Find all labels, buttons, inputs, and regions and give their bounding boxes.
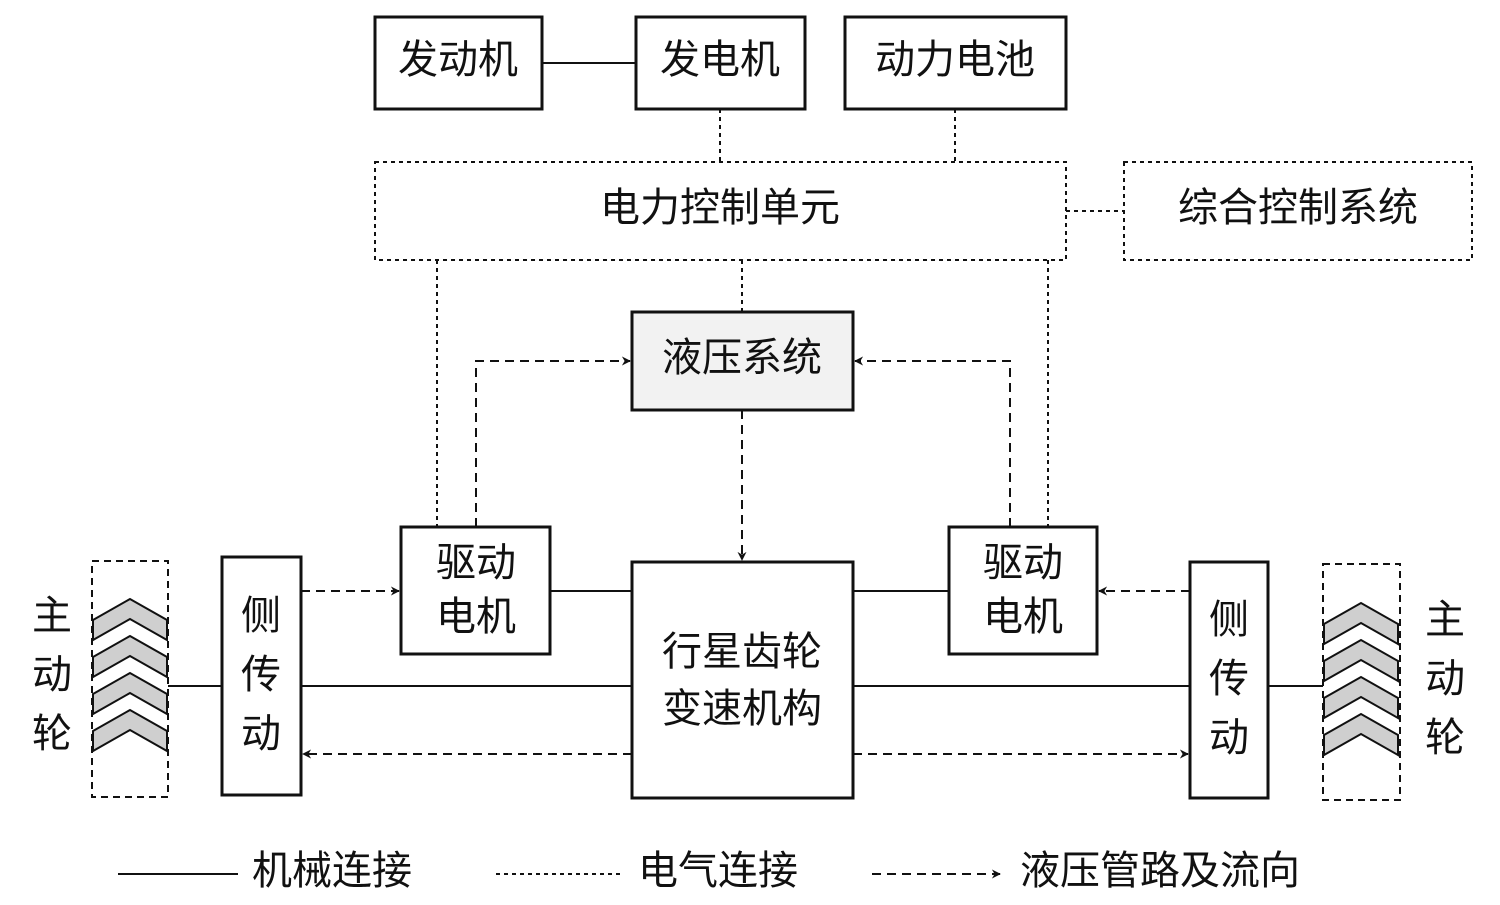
hydraulic-system-block: 液压系统 — [630, 310, 855, 412]
right-wheel-label-3: 轮 — [1425, 715, 1465, 761]
generator-block: 发电机 — [634, 15, 807, 111]
right-side-label-2: 传 — [1209, 656, 1249, 702]
legend: 机械连接 电气连接 液压管路及流向 — [118, 848, 1300, 894]
engine-label: 发动机 — [398, 37, 518, 83]
left-drive-motor-block: 驱动 电机 — [399, 525, 552, 656]
left-wheel-label-1: 主 — [32, 593, 72, 639]
right-wheel-label-2: 动 — [1425, 656, 1465, 702]
power-control-label: 电力控制单元 — [600, 185, 840, 231]
right-track-chevrons — [1323, 601, 1399, 757]
engine-block: 发动机 — [373, 15, 544, 111]
right-motor-label-line1: 驱动 — [983, 540, 1063, 586]
left-side-label-3: 动 — [241, 711, 281, 757]
hydraulic-label: 液压系统 — [662, 335, 822, 381]
right-motor-label-line2: 电机 — [983, 594, 1063, 640]
left-drive-wheel — [91, 560, 169, 798]
right-drive-wheel — [1322, 563, 1401, 801]
left-side-label-1: 侧 — [241, 593, 281, 639]
right-wheel-label-1: 主 — [1425, 597, 1465, 643]
planetary-label-line2: 变速机构 — [662, 686, 822, 732]
left-motor-label-line2: 电机 — [436, 594, 516, 640]
right-side-transmission-block: 侧 传 动 — [1188, 560, 1270, 800]
power-control-unit-block: 电力控制单元 — [374, 161, 1067, 261]
left-motor-label-line1: 驱动 — [436, 540, 516, 586]
left-motor-hydraulic-line — [475, 356, 631, 527]
left-wheel-label-3: 轮 — [32, 711, 72, 757]
legend-hydraulic-label: 液压管路及流向 — [1020, 848, 1300, 894]
legend-mechanical-label: 机械连接 — [252, 848, 412, 894]
left-side-transmission-block: 侧 传 动 — [220, 555, 303, 797]
right-drive-motor-block: 驱动 电机 — [947, 525, 1099, 656]
generator-label: 发电机 — [660, 37, 780, 83]
right-motor-hydraulic-line — [854, 356, 1011, 527]
right-side-label-1: 侧 — [1209, 597, 1249, 643]
integrated-control-label: 综合控制系统 — [1178, 185, 1418, 231]
right-wheel-label: 主 动 轮 — [1425, 597, 1465, 761]
left-side-label-2: 传 — [241, 652, 281, 698]
right-side-label-3: 动 — [1209, 715, 1249, 761]
left-track-chevrons — [92, 597, 168, 753]
planetary-label-line1: 行星齿轮 — [662, 629, 822, 675]
legend-electrical-label: 电气连接 — [638, 848, 798, 894]
left-wheel-label: 主 动 轮 — [32, 593, 72, 757]
integrated-control-block: 综合控制系统 — [1123, 161, 1473, 261]
planetary-gear-block: 行星齿轮 变速机构 — [630, 560, 855, 800]
left-wheel-label-2: 动 — [32, 652, 72, 698]
battery-block: 动力电池 — [843, 15, 1068, 111]
battery-label: 动力电池 — [875, 37, 1035, 83]
